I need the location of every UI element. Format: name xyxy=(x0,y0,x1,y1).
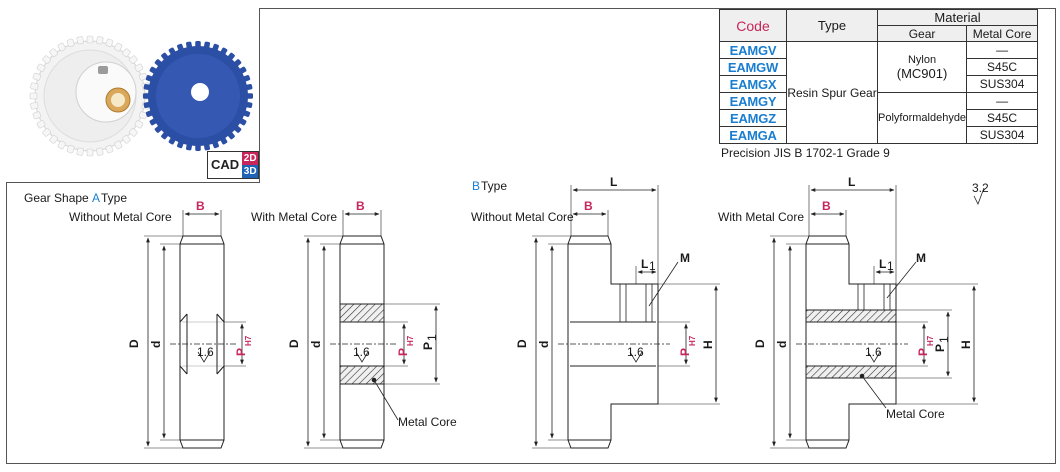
dim-D-label: D xyxy=(753,339,767,348)
type-cell: Resin Spur Gear xyxy=(786,41,878,144)
dim-L1-sub: 1 xyxy=(649,259,656,273)
cad-badge[interactable]: CAD 2D 3D xyxy=(207,151,260,179)
metal-core-header: Metal Core xyxy=(966,25,1039,42)
roughness-label: 1.6 xyxy=(627,345,644,359)
metal-core-callout: Metal Core xyxy=(398,415,457,429)
metal-core-callout: Metal Core xyxy=(886,407,945,421)
white-gear-image xyxy=(29,35,151,157)
type-header: Type xyxy=(786,9,878,42)
drawing-frame xyxy=(6,8,1056,464)
view3-drawing xyxy=(532,185,720,449)
view4-drawing xyxy=(770,185,985,449)
core-cell: SUS304 xyxy=(966,126,1039,144)
dim-d-label: d xyxy=(537,341,551,348)
gear-material-pom: Polyformaldehyde xyxy=(876,92,968,144)
dim-d-label: d xyxy=(775,341,789,348)
dim-L1-sub: 1 xyxy=(887,259,894,273)
code-cell[interactable]: EAMGA xyxy=(719,126,787,144)
dim-H-label: H xyxy=(701,340,715,349)
view2-drawing xyxy=(304,210,440,449)
view3-title: Without Metal Core xyxy=(471,210,574,224)
nylon-label: Nylon xyxy=(907,53,937,66)
core-cell: S45C xyxy=(966,58,1039,76)
code-cell[interactable]: EAMGV xyxy=(719,41,787,59)
gear-shape-label: Gear Shape xyxy=(24,191,89,205)
type-a-letter: A xyxy=(92,191,100,205)
dim-b-label: B xyxy=(196,199,205,213)
cad-label: CAD xyxy=(211,157,240,172)
spec-table: Code Type Material Gear Metal Core EAMGV… xyxy=(719,9,1039,144)
cad-2d-tag[interactable]: 2D xyxy=(242,152,259,165)
dim-d-label: d xyxy=(309,341,323,348)
dim-b-label: B xyxy=(584,199,593,213)
dim-P-label: P xyxy=(396,348,410,356)
dim-L1-label: L xyxy=(879,257,886,271)
roughness-label: 1.6 xyxy=(197,345,214,359)
material-header: Material xyxy=(876,9,1039,26)
type-b-letter: B xyxy=(472,179,480,193)
dim-P1-sub: 1 xyxy=(425,334,439,341)
view1-title: Without Metal Core xyxy=(69,210,172,224)
dim-H7-label: H7 xyxy=(926,335,935,346)
dim-L-label: L xyxy=(610,175,617,189)
roughness-label: 1.6 xyxy=(353,345,370,359)
dim-H-label: H xyxy=(959,340,973,349)
dim-L-label: L xyxy=(848,175,855,189)
dim-b-label: B xyxy=(356,199,365,213)
roughness-label: 1.6 xyxy=(865,345,882,359)
view1-drawing xyxy=(144,210,246,449)
gear-photo-image xyxy=(29,35,253,157)
dim-M-label: M xyxy=(916,251,926,265)
dim-P-label: P xyxy=(678,348,692,356)
dim-H7-label: H7 xyxy=(244,335,253,346)
dim-P-label: P xyxy=(234,348,248,356)
type-b-word: Type xyxy=(481,179,507,193)
code-cell[interactable]: EAMGW xyxy=(719,58,787,76)
view2-title: With Metal Core xyxy=(251,210,337,224)
dim-P1-sub: 1 xyxy=(937,336,951,343)
dim-P-label: P xyxy=(916,348,930,356)
dim-b-label: B xyxy=(822,199,831,213)
product-photo xyxy=(6,8,260,183)
core-cell: S45C xyxy=(966,109,1039,127)
dim-H7-label: H7 xyxy=(406,335,415,346)
dim-P1-label: P xyxy=(933,344,947,352)
core-cell: SUS304 xyxy=(966,75,1039,93)
view4-title: With Metal Core xyxy=(718,210,804,224)
dim-d-label: d xyxy=(149,341,163,348)
gear-header: Gear xyxy=(876,25,968,42)
dim-L1-label: L xyxy=(641,257,648,271)
dim-P1-label: P xyxy=(421,342,435,350)
dim-D-label: D xyxy=(127,339,141,348)
cad-3d-tag[interactable]: 3D xyxy=(242,165,259,178)
type-a-word: Type xyxy=(101,191,127,205)
dim-H7-label: H7 xyxy=(688,335,697,346)
code-header: Code xyxy=(719,9,787,42)
precision-note: Precision JIS B 1702-1 Grade 9 xyxy=(721,146,890,160)
dim-D-label: D xyxy=(515,339,529,348)
code-cell[interactable]: EAMGZ xyxy=(719,109,787,127)
nylon-grade: (MC901) xyxy=(896,65,948,81)
blue-gear-image xyxy=(143,41,253,151)
roughness-3-2-label: 3.2 xyxy=(972,181,989,195)
dim-D-label: D xyxy=(287,339,301,348)
gear-material-nylon: Nylon(MC901) xyxy=(876,41,968,93)
dim-M-label: M xyxy=(680,251,690,265)
core-cell: — xyxy=(966,92,1039,110)
